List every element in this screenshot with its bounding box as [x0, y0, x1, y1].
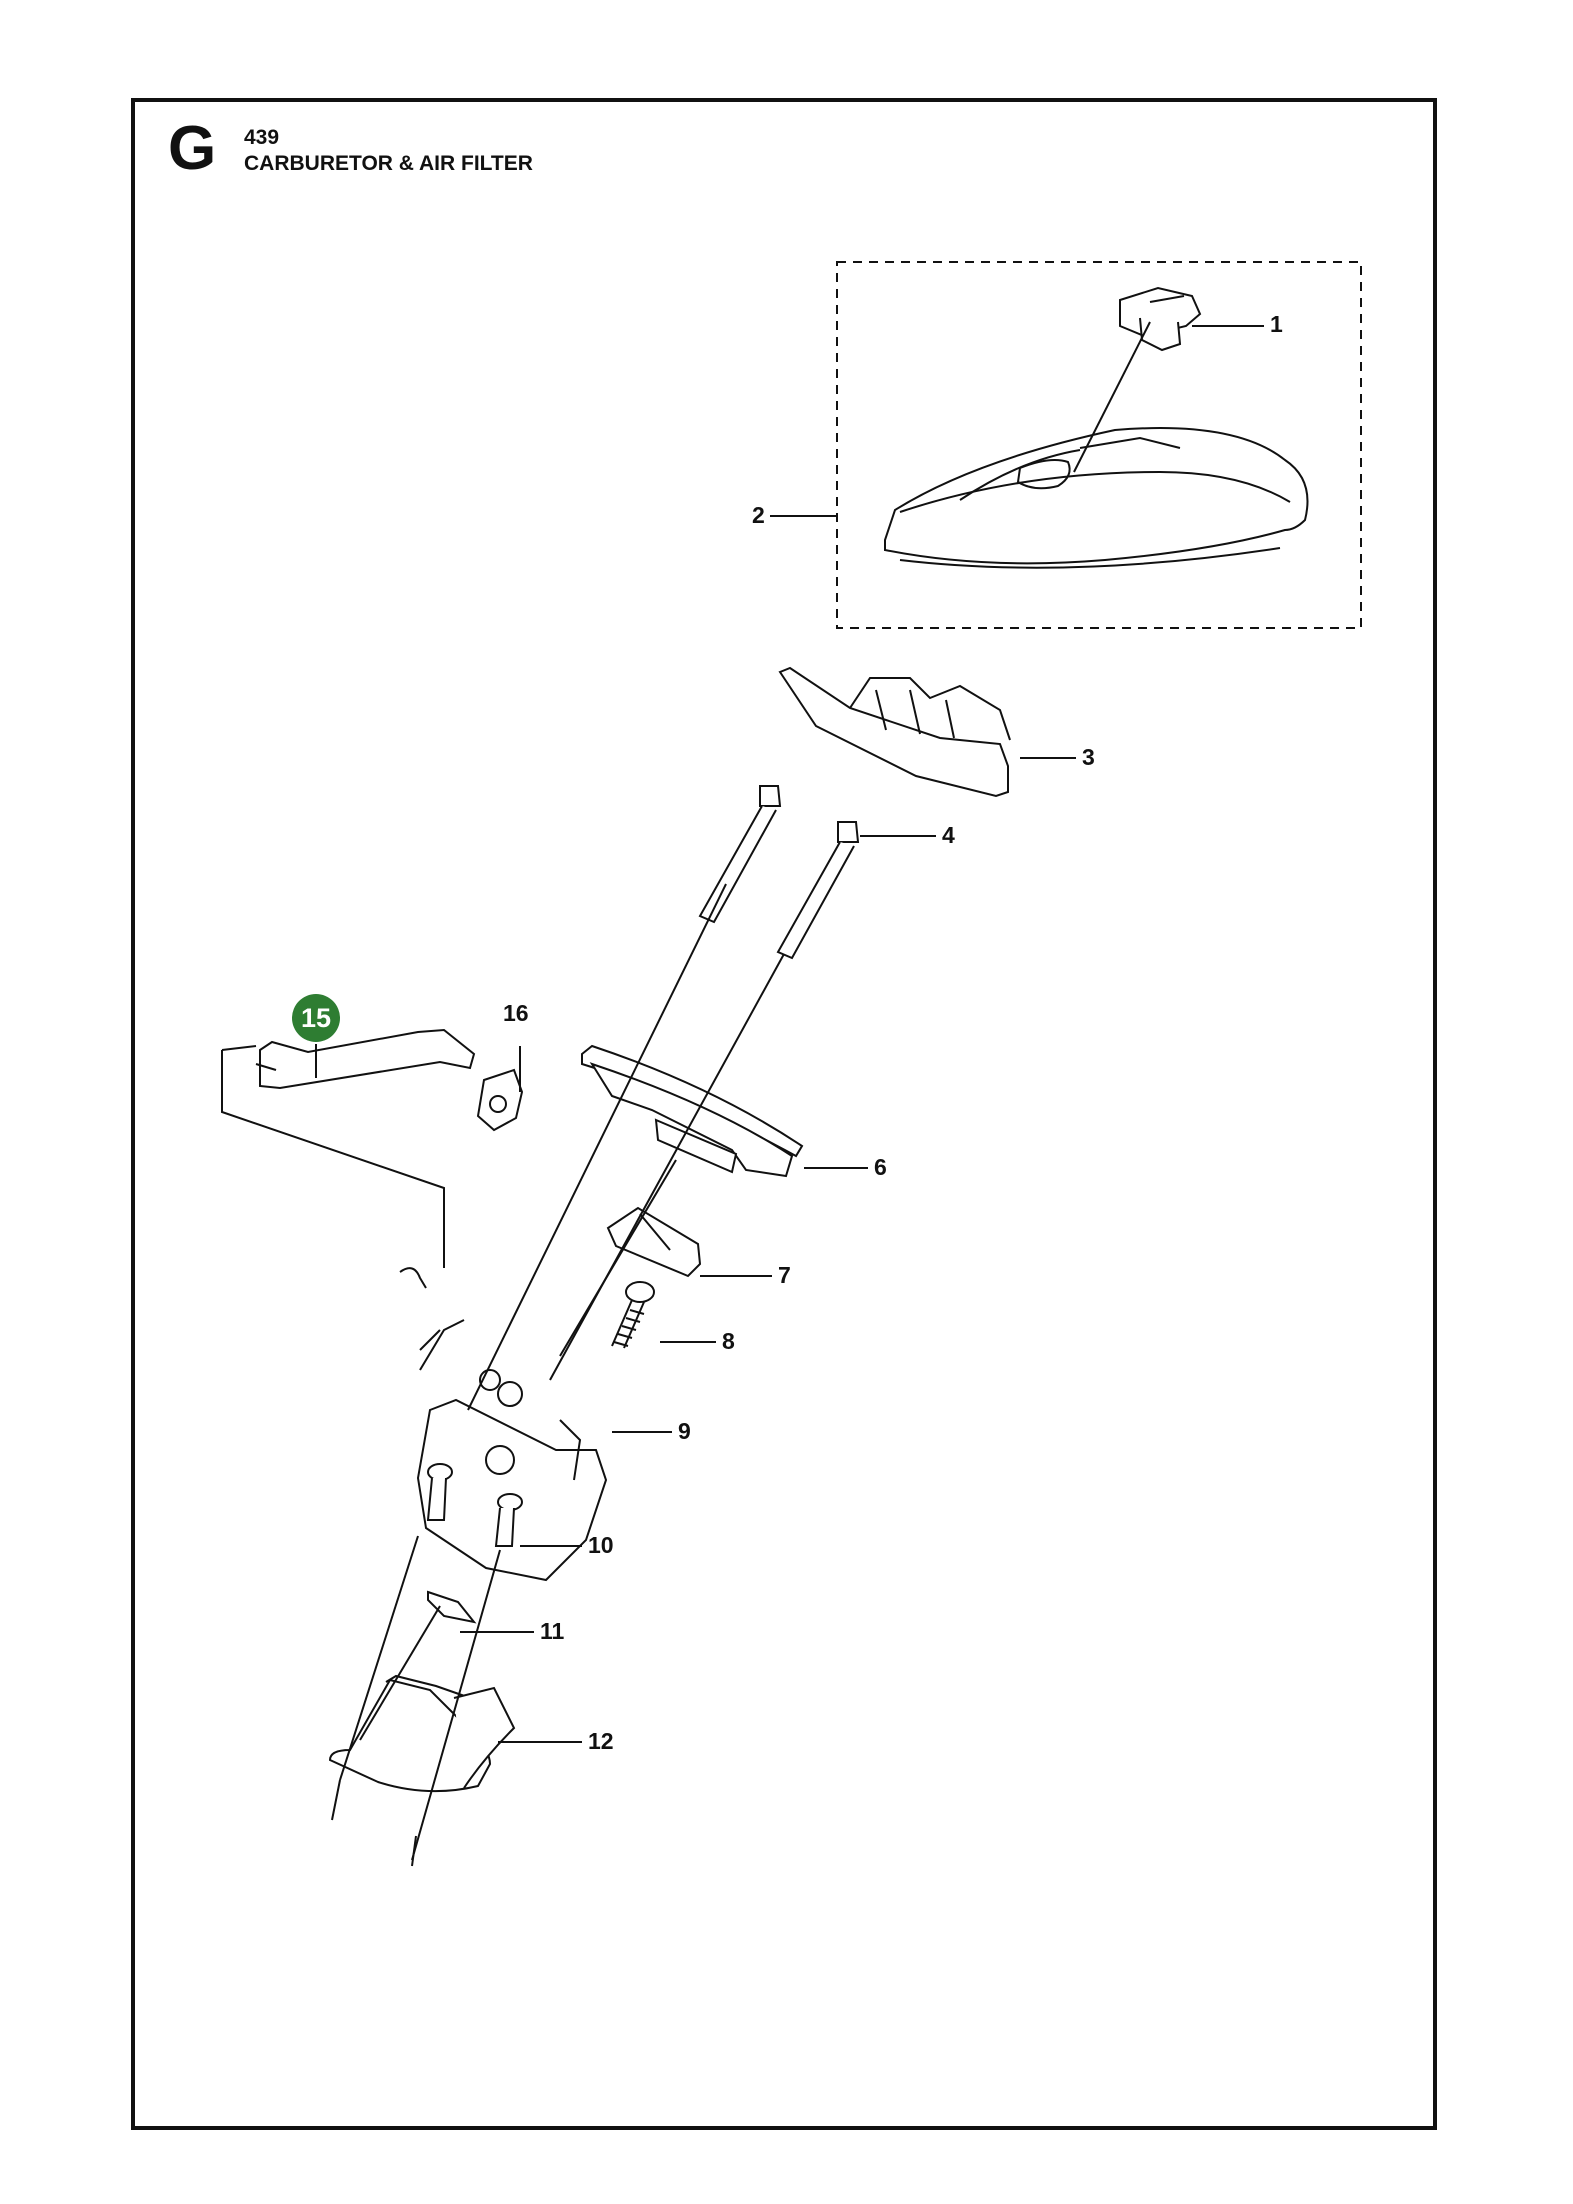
callout-3: 3	[1082, 744, 1095, 770]
callout-11: 11	[540, 1618, 565, 1644]
callout-4: 4	[942, 822, 955, 848]
part-ring	[427, 1590, 477, 1624]
part-clip	[476, 1068, 524, 1132]
part-choke-rod	[255, 1028, 476, 1090]
part-gasket	[606, 1206, 702, 1278]
part-intake-manifold	[328, 1674, 516, 1793]
part-carburetor	[399, 1267, 608, 1582]
section-title: CARBURETOR & AIR FILTER	[244, 152, 533, 175]
callout-8: 8	[722, 1328, 735, 1354]
callout-12: 12	[588, 1728, 614, 1754]
part-long-bolts	[698, 785, 860, 960]
part-short-bolts	[426, 1463, 523, 1547]
section-letter: G	[168, 114, 217, 183]
callout-2: 2	[752, 502, 765, 528]
part-knob	[1119, 286, 1202, 352]
callout-10: 10	[588, 1532, 614, 1558]
callout-15-highlighted[interactable]: 15	[292, 994, 340, 1042]
kit-box	[836, 261, 1362, 629]
page-frame	[131, 98, 1437, 2130]
callout-9: 9	[678, 1418, 691, 1444]
part-filter-cover	[884, 427, 1309, 569]
model-number: 439	[244, 126, 280, 149]
callout-7: 7	[778, 1262, 791, 1288]
part-screw	[611, 1281, 655, 1349]
part-air-filter	[778, 666, 1011, 798]
callout-6: 6	[874, 1154, 887, 1180]
callout-1: 1	[1270, 311, 1283, 337]
callout-16: 16	[503, 1000, 529, 1026]
